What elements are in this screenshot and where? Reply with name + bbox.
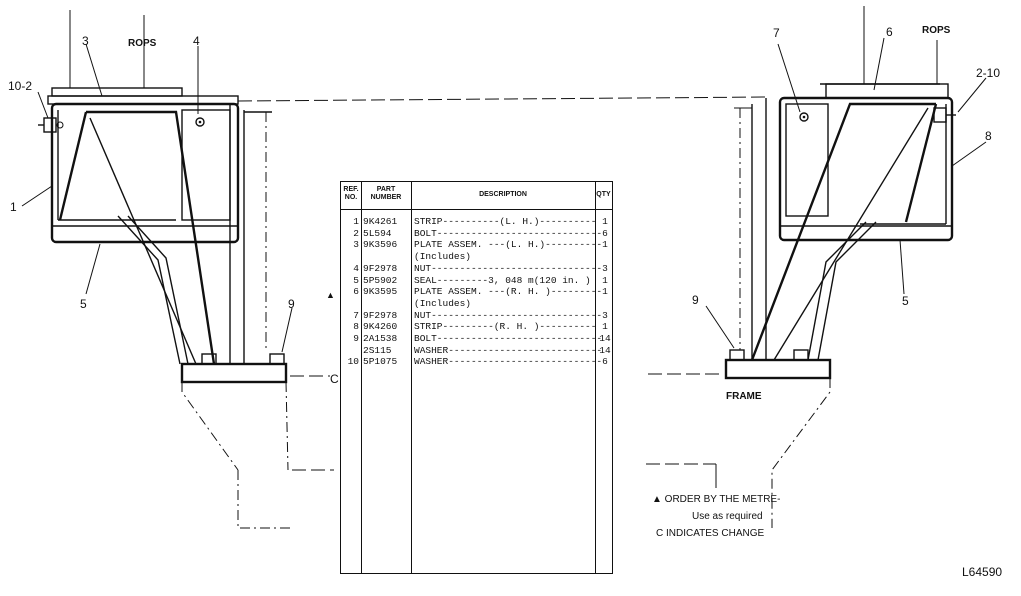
table-row: 6 9K3595 PLATE ASSEM. ---(R. H. )---------… — [341, 286, 612, 297]
quantity: 1 — [602, 286, 608, 298]
ref-no: 4 — [353, 262, 359, 274]
header-desc: DESCRIPTION — [479, 191, 527, 198]
frame-label: FRAME — [726, 391, 762, 402]
description: SEAL---------3, 048 m(120 in. ) — [414, 274, 591, 286]
description: BOLT----------------------------- — [414, 227, 603, 239]
ref-no: 5 — [353, 274, 359, 286]
callout-6: 6 — [886, 25, 893, 39]
quantity: 3 — [602, 309, 608, 321]
ref-no: 1 — [353, 216, 359, 227]
quantity: 6 — [602, 227, 608, 239]
table-row: 8 9K4260 STRIP---------(R. H. )---------- 1 — [341, 321, 612, 332]
part-number: 5P1075 — [363, 356, 398, 368]
left-assembly — [21, 10, 771, 529]
table-row: 4 9F2978 NUT------------------------------… — [341, 263, 612, 274]
ref-no: 6 — [353, 286, 359, 298]
description: NUT------------------------------ — [414, 309, 603, 321]
callout-8: 8 — [985, 129, 992, 143]
ref-no: 8 — [353, 321, 359, 333]
table-row: (Includes) — [341, 298, 612, 309]
quantity: 6 — [602, 356, 608, 368]
change-mark: C — [330, 372, 339, 386]
callout-5-right: 5 — [902, 294, 909, 308]
ref-no: 3 — [353, 239, 359, 251]
header-ref: REF. NO. — [343, 186, 359, 201]
table-row: 5 5P5902 SEAL---------3, 048 m(120 in. ) 1 — [341, 275, 612, 286]
callout-7: 7 — [773, 26, 780, 40]
ref-no: 2 — [353, 227, 359, 239]
rops-label-right: ROPS — [922, 25, 951, 36]
table-row: 2S115 WASHER---------------------------14 — [341, 345, 612, 356]
part-number: 9K4261 — [363, 216, 398, 227]
description: STRIP---------(R. H. )---------- — [414, 321, 597, 333]
ref-no: 9 — [353, 333, 359, 344]
callout-3-left: 3 — [82, 34, 89, 48]
note-change-indicator: C INDICATES CHANGE — [656, 528, 765, 539]
quantity: 1 — [602, 274, 608, 286]
table-row: 2 5L594 BOLT-----------------------------6 — [341, 228, 612, 239]
callout-2-10: 2-10 — [976, 66, 1000, 80]
drawing-number: L64590 — [962, 565, 1002, 579]
part-number: 9K4260 — [363, 321, 398, 333]
header-part: PART NUMBER — [370, 186, 402, 201]
description: BOLT----------------------------- — [414, 333, 603, 344]
quantity: 1 — [602, 321, 608, 333]
table-row: 9 2A1538 BOLT-----------------------------… — [341, 333, 612, 344]
quantity: 14 — [599, 344, 611, 356]
table-row: 7 9F2978 NUT------------------------------… — [341, 310, 612, 321]
description: WASHER--------------------------- — [414, 356, 603, 368]
note-use-as-required: Use as required — [692, 511, 763, 522]
ref-no: 10 — [347, 356, 359, 368]
part-number: 5L594 — [363, 227, 392, 239]
callout-1: 1 — [10, 200, 17, 214]
part-number: 9K3596 — [363, 239, 398, 251]
quantity: 14 — [599, 333, 611, 344]
rops-label-left: ROPS — [128, 38, 157, 49]
description: STRIP----------(L. H.)---------- — [414, 216, 597, 227]
part-number: 9K3595 — [363, 286, 398, 298]
description: PLATE ASSEM. ---(L. H.)---------- — [414, 239, 603, 251]
header-qty: QTY — [596, 191, 611, 198]
description: (Includes) — [414, 297, 472, 309]
part-number: 9F2978 — [363, 262, 398, 274]
callout-9-left: 9 — [288, 297, 295, 311]
ref-no: 7 — [353, 309, 359, 321]
part-number: 9F2978 — [363, 309, 398, 321]
part-number: 5P5902 — [363, 274, 398, 286]
description: NUT------------------------------ — [414, 262, 603, 274]
callout-4: 4 — [193, 34, 200, 48]
table-row: 10 5P1075 WASHER--------------------------… — [341, 356, 612, 367]
part-number: 2S115 — [363, 344, 392, 356]
note-order-by-metre: ▲ ORDER BY THE METRE- — [652, 494, 781, 505]
callout-5-left: 5 — [80, 297, 87, 311]
table-row: 3 9K3596 PLATE ASSEM. ---(L. H.)----------… — [341, 239, 612, 250]
callout-10-2: 10-2 — [8, 79, 32, 93]
description: (Includes) — [414, 251, 472, 263]
description: PLATE ASSEM. ---(R. H. )--------- — [414, 286, 603, 298]
part-number: 2A1538 — [363, 333, 398, 344]
metre-mark: ▲ — [326, 290, 335, 300]
quantity: 1 — [602, 216, 608, 227]
parts-table: REF. NO. PART NUMBER DESCRIPTION QTY 1 9K… — [340, 181, 613, 574]
right-assembly — [646, 6, 987, 528]
quantity: 3 — [602, 262, 608, 274]
description: WASHER--------------------------- — [414, 344, 603, 356]
table-row: (Includes) — [341, 251, 612, 262]
callout-9-right: 9 — [692, 293, 699, 307]
quantity: 1 — [602, 239, 608, 251]
table-row: 1 9K4261 STRIP----------(L. H.)---------- 1 — [341, 216, 612, 227]
